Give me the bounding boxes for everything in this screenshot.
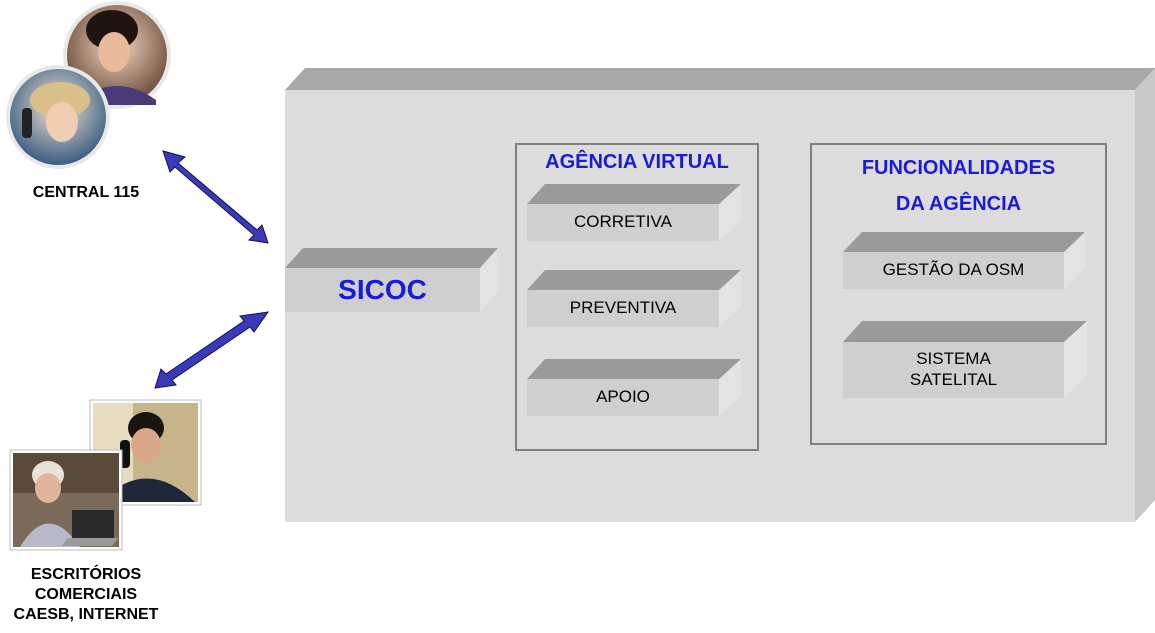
funcionalidades-title-line-2: DA AGÊNCIA [895, 193, 1022, 215]
sicoc-box-side [480, 248, 498, 312]
corretiva-label: CORRETIVA [574, 212, 672, 231]
funcionalidades-title: FUNCIONALIDADES DA AGÊNCIA [811, 150, 1106, 222]
offices-label: ESCRITÓRIOS COMERCIAIS CAESB, INTERNET [0, 565, 172, 625]
corretiva-box-side [719, 184, 741, 241]
platform-top-face [285, 68, 1155, 90]
apoio-box-top [527, 359, 741, 379]
offices-photo [9, 399, 202, 551]
platform-side-face [1135, 68, 1155, 522]
funcionalidades-frame [810, 143, 1107, 445]
preventiva-box-side [719, 270, 741, 327]
sistema-satelital-line-2: SATELITAL [909, 370, 998, 389]
central-operators-photo [6, 1, 171, 169]
preventiva-box-front [527, 290, 719, 327]
corretiva-box-front [527, 204, 719, 241]
agencia-virtual-title: AGÊNCIA VIRTUAL [545, 151, 729, 173]
offices-label-line-1: ESCRITÓRIOS [30, 566, 142, 583]
apoio-label: APOIO [596, 387, 650, 406]
satelital-box-top [843, 321, 1087, 342]
sicoc-label: SICOC [338, 274, 427, 305]
offices-label-line-2: COMERCIAIS [34, 586, 138, 603]
gestao-box-front [843, 252, 1064, 289]
corretiva-box-top [527, 184, 741, 204]
arrow-offices-sicoc [154, 311, 270, 389]
apoio-box-front [527, 379, 719, 416]
preventiva-label: PREVENTIVA [569, 298, 677, 317]
sicoc-box-top [285, 248, 498, 268]
preventiva-box-top [527, 270, 741, 290]
satelital-box-side [1064, 321, 1087, 398]
arrow-central-sicoc [162, 150, 269, 244]
funcionalidades-title-line-1: FUNCIONALIDADES [861, 157, 1056, 179]
gestao-box-side [1064, 232, 1085, 289]
sistema-satelital-line-1: SISTEMA [916, 349, 991, 368]
central-115-label: CENTRAL 115 [32, 184, 140, 201]
gestao-osm-label: GESTÃO DA OSM [882, 260, 1025, 279]
agencia-virtual-frame [515, 143, 759, 451]
satelital-box-front [843, 342, 1064, 398]
sicoc-box-front [285, 268, 480, 312]
gestao-box-top [843, 232, 1085, 252]
apoio-box-side [719, 359, 741, 416]
offices-label-line-3: CAESB, INTERNET [13, 606, 159, 623]
sistema-satelital-label: SISTEMA SATELITAL [843, 348, 1064, 390]
